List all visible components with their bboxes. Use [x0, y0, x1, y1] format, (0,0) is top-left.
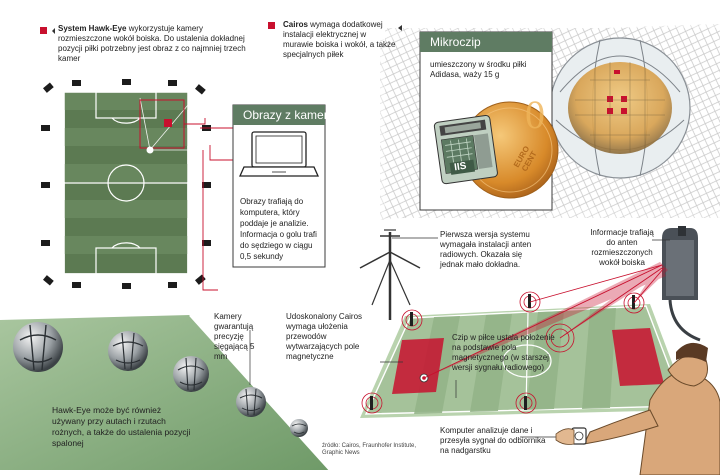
first-version-note: Pierwsza wersja systemu wymagała instala… [440, 230, 532, 269]
ball-sequence [13, 322, 308, 437]
camera-panel-title: Obrazy z kamer [243, 108, 328, 122]
hawkeye-balls-zone [0, 314, 331, 471]
precision-note: Kamery gwarantują precyzję sięgającą 5 m… [214, 312, 255, 361]
cairos-intro-bold: Cairos [283, 20, 308, 29]
hawkeye-connector [184, 118, 233, 291]
chip-label: IIS [454, 161, 468, 174]
camera-panel-text: Obrazy trafiają do komputera, który podd… [240, 197, 317, 261]
antenna-tower [359, 229, 421, 320]
improved-version-note: Udoskonalony Cairos wymaga ułożenia prze… [286, 312, 363, 361]
microchip-panel: 0 [419, 31, 559, 211]
microchip-panel-title: Mikroczip [430, 35, 481, 49]
arrow-icon [52, 28, 55, 34]
arrow-right-icon [398, 25, 402, 31]
hawkeye-intro-text: wykorzystuje kamery rozmieszczone wokół … [58, 24, 246, 63]
chip-in-ball-note: Czip w piłce ustala położenie na podstaw… [452, 333, 555, 372]
computer-note: Komputer analizuje dane i przesyła sygna… [440, 426, 546, 455]
svg-text:0: 0 [525, 92, 545, 137]
hawkeye-extra-uses: Hawk-Eye może być również używany przy a… [52, 405, 191, 448]
camera-panel [232, 104, 326, 268]
cairos-bullet-icon [268, 22, 275, 29]
antenna-info-note: Informacje trafiają do anten rozmieszczo… [590, 228, 654, 267]
referee [555, 342, 720, 475]
cairos-intro-text: wymaga dodatkowej instalacji elektryczne… [283, 20, 396, 59]
microchip-panel-text: umieszczony w środku piłki Adidasa, waży… [430, 60, 527, 79]
cairos-intro: Cairos wymaga dodatkowej instalacji elek… [283, 20, 398, 60]
hawkeye-pitch [50, 85, 200, 280]
hawkeye-intro-bold: System Hawk-Eye [58, 24, 127, 33]
hawkeye-intro: System Hawk-Eye wykorzystuje kamery rozm… [58, 24, 258, 64]
base-antenna [662, 226, 701, 342]
source-credit: źródło: Cairos, Fraunhofer Institute, Gr… [322, 443, 417, 456]
hawkeye-bullet-icon [40, 27, 47, 34]
cairos-field-zone [359, 226, 720, 475]
